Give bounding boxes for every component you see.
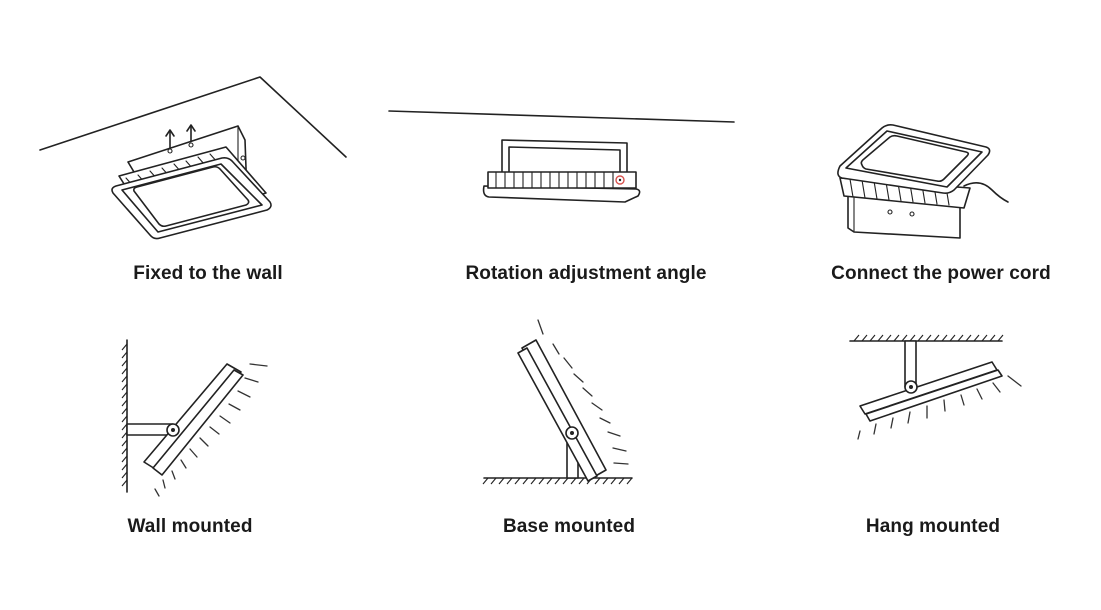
panel-rotation-adjustment: Rotation adjustment angle [380,0,740,300]
panel-fixed-to-wall: Fixed to the wall [0,0,380,300]
caption-rotation-adjustment: Rotation adjustment angle [465,263,707,284]
caption-power-cord: Connect the power cord [831,263,1051,284]
hang-mount-side-view-icon [849,334,1022,440]
power-cord-floodlight-icon [837,124,1009,239]
panel-hang-mounted: Hang mounted [740,300,1101,610]
caption-hang-mounted: Hang mounted [865,516,1001,537]
rotating-bracket-floodlight-icon [388,110,735,203]
ceiling-mount-floodlight-icon [39,76,347,240]
panel-base-mounted: Base mounted [380,300,740,610]
panel-wall-mounted: Wall mounted [0,300,380,610]
caption-fixed-to-wall: Fixed to the wall [133,263,283,284]
panel-power-cord: Connect the power cord [740,0,1101,300]
caption-wall-mounted: Wall mounted [127,516,253,537]
base-mount-side-view-icon [482,319,633,485]
caption-base-mounted: Base mounted [502,516,636,537]
wall-mount-side-view-icon [121,339,268,497]
